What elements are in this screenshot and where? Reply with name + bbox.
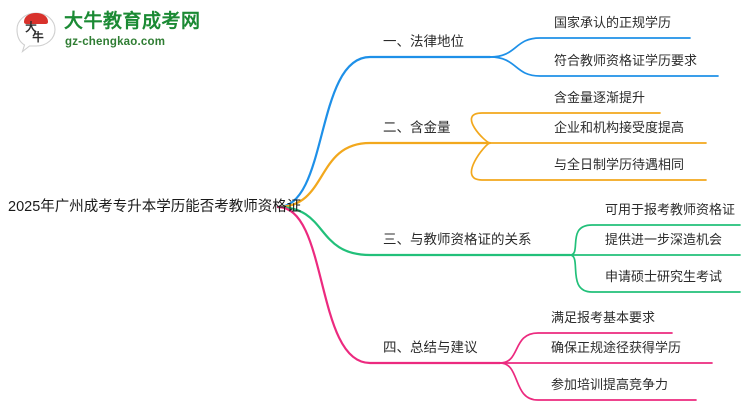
subbranch-wire-3-1	[569, 224, 741, 256]
branch-trunk-3	[276, 205, 572, 257]
subbranch-wire-4-1	[499, 332, 673, 364]
subbranch-wire-4-3	[499, 362, 697, 401]
svg-text:大: 大	[25, 20, 37, 34]
leaf-label-4-1[interactable]: 满足报考基本要求	[551, 310, 656, 325]
leaf-label-3-1[interactable]: 可用于报考教师资格证	[605, 202, 736, 217]
leaf-label-2-3[interactable]: 与全日制学历待遇相同	[554, 157, 685, 172]
svg-text:牛: 牛	[32, 30, 44, 44]
subbranch-wire-2-1	[470, 112, 661, 144]
leaf-label-4-3[interactable]: 参加培训提高竞争力	[551, 377, 669, 392]
subbranch-wire-3-3	[569, 254, 741, 293]
subbranch-wire-2-3	[470, 142, 707, 181]
leaf-label-4-2[interactable]: 确保正规途径获得学历	[551, 340, 682, 355]
branch-label-4[interactable]: 四、总结与建议	[383, 340, 478, 355]
leaf-label-2-2[interactable]: 企业和机构接受度提高	[554, 120, 685, 135]
branch-label-2[interactable]: 二、含金量	[383, 120, 451, 135]
logo-title-cn: 大牛教育成考网	[64, 11, 201, 32]
site-logo[interactable]: 大 牛 大牛教育成考网 gz-chengkao.com	[14, 8, 204, 56]
leaf-label-3-3[interactable]: 申请硕士研究生考试	[605, 269, 723, 284]
leaf-label-2-1[interactable]: 含金量逐渐提升	[554, 90, 646, 105]
logo-url: gz-chengkao.com	[65, 36, 166, 48]
branch-trunk-2	[276, 141, 492, 209]
root-node-label[interactable]: 2025年广州成考专升本学历能否考教师资格证	[8, 199, 302, 215]
leaf-label-1-1[interactable]: 国家承认的正规学历	[554, 15, 672, 30]
branch-label-1[interactable]: 一、法律地位	[383, 34, 464, 49]
subbranch-wire-1-2	[489, 56, 719, 77]
subbranch-wire-1-1	[489, 37, 691, 58]
leaf-label-3-2[interactable]: 提供进一步深造机会	[605, 232, 723, 247]
branch-trunk-4	[276, 205, 502, 365]
branch-trunk-1	[276, 55, 492, 209]
leaf-label-1-2[interactable]: 符合教师资格证学历要求	[554, 53, 698, 68]
branch-label-3[interactable]: 三、与教师资格证的关系	[383, 232, 532, 247]
daniu-speech-bubble-logo-icon: 大 牛	[16, 12, 56, 54]
